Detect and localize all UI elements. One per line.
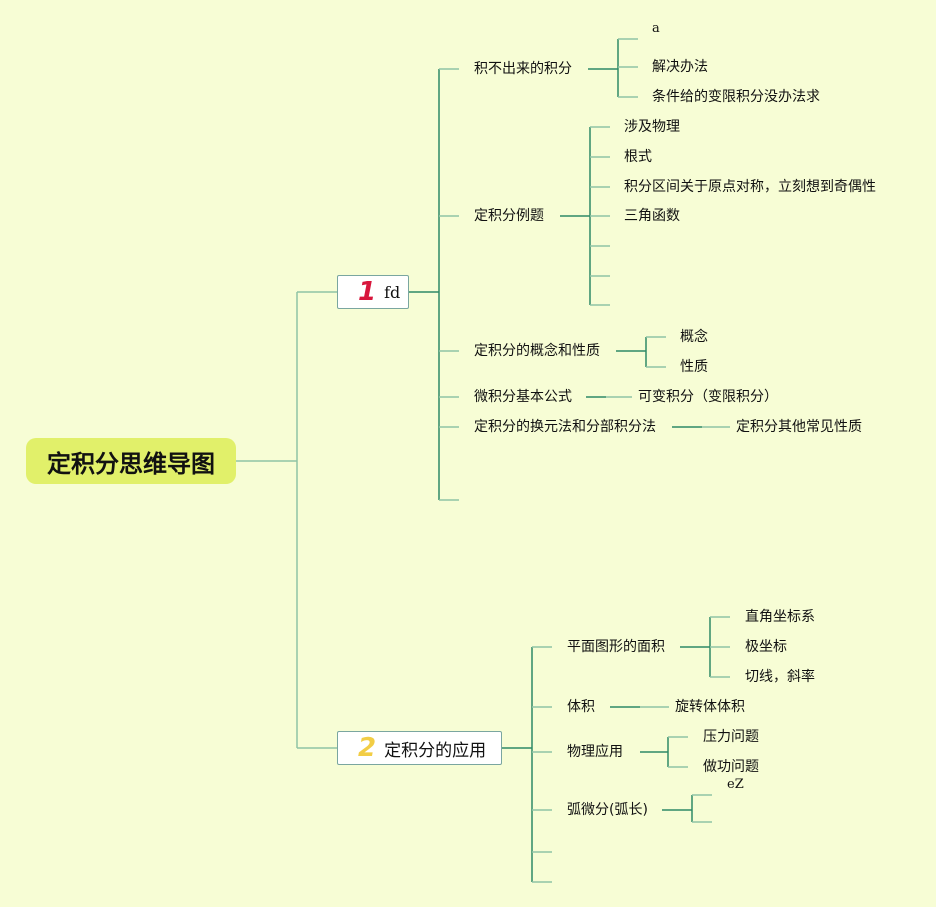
leaf-topic[interactable]: 涉及物理 [624, 119, 680, 135]
leaf-topic[interactable]: 压力问题 [703, 729, 759, 745]
sub-topic[interactable]: 定积分的概念和性质 [474, 343, 600, 359]
sub-topic[interactable]: 定积分的换元法和分部积分法 [474, 419, 656, 435]
leaf-topic[interactable]: 概念 [680, 329, 708, 345]
sub-topic[interactable]: 定积分例题 [474, 208, 544, 224]
branch-node-2[interactable]: 2 定积分的应用 [337, 731, 502, 765]
branch-node-1[interactable]: 1 fd [337, 275, 409, 309]
leaf-topic[interactable]: 性质 [680, 359, 708, 375]
sub-topic[interactable]: 积不出来的积分 [474, 61, 572, 77]
leaf-topic[interactable]: 切线，斜率 [745, 669, 815, 685]
sub-topic[interactable]: 平面图形的面积 [567, 639, 665, 655]
leaf-topic[interactable]: 极坐标 [745, 639, 787, 655]
leaf-topic[interactable]: 解决办法 [652, 59, 708, 75]
leaf-topic[interactable]: 定积分其他常见性质 [736, 419, 862, 435]
root-node[interactable]: 定积分思维导图 [26, 438, 236, 484]
sub-topic[interactable]: 体积 [567, 699, 595, 715]
leaf-topic[interactable]: 旋转体体积 [675, 699, 745, 715]
leaf-topic[interactable]: 直角坐标系 [745, 609, 815, 625]
leaf-topic[interactable]: 做功问题 [703, 759, 759, 775]
root-label: 定积分思维导图 [47, 449, 215, 478]
branch-label-1: fd [384, 282, 401, 302]
sub-topic[interactable]: 物理应用 [567, 744, 623, 760]
leaf-topic[interactable]: 条件给的变限积分没办法求 [652, 89, 820, 105]
branch-number-1: 1 [358, 277, 377, 307]
branch-number-2: 2 [358, 733, 377, 763]
leaf-topic[interactable]: 可变积分（变限积分） [638, 389, 778, 405]
branch-label-2: 定积分的应用 [384, 740, 487, 761]
sub-topic[interactable]: 微积分基本公式 [474, 389, 572, 405]
leaf-topic[interactable]: 三角函数 [624, 208, 680, 224]
sub-topic[interactable]: 弧微分(弧长) [567, 802, 648, 818]
leaf-topic[interactable]: eZ [727, 777, 744, 792]
leaf-topic[interactable]: 根式 [624, 149, 652, 165]
leaf-topic[interactable]: a [652, 21, 660, 36]
leaf-topic[interactable]: 积分区间关于原点对称，立刻想到奇偶性 [624, 179, 876, 195]
